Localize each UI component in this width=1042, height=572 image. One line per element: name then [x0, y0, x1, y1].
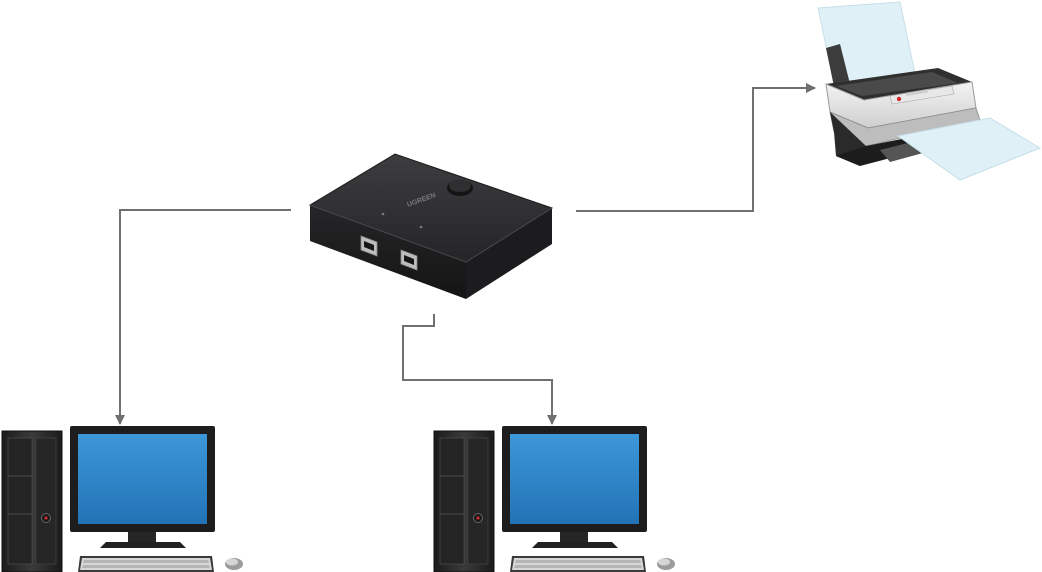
printer: [817, 1, 1042, 181]
computer-right: [433, 426, 675, 572]
led-1-icon: [381, 212, 385, 216]
keyboard-left-icon: [78, 556, 214, 572]
connector-to-left-computer: [115, 209, 291, 425]
computer-left: [1, 426, 243, 572]
power-led-icon: [896, 96, 902, 102]
screen-right: [510, 434, 639, 524]
usb-switch: UGREEN: [308, 153, 554, 299]
led-2-icon: [419, 225, 423, 229]
usb-port-2-icon: [400, 249, 418, 271]
screen-left: [78, 434, 207, 524]
monitor-left: [70, 426, 215, 548]
switch-select-button-icon: [447, 180, 473, 196]
mouse-right-icon: [657, 558, 675, 570]
output-paper: [896, 117, 1042, 181]
tower-left: [1, 430, 63, 572]
keyboard-right-icon: [510, 556, 646, 572]
mouse-left-icon: [225, 558, 243, 570]
monitor-right: [502, 426, 647, 548]
usb-port-1-icon: [360, 235, 378, 257]
connector-to-right-computer: [402, 314, 557, 425]
connector-to-printer: [576, 83, 816, 212]
tower-right: [433, 430, 495, 572]
